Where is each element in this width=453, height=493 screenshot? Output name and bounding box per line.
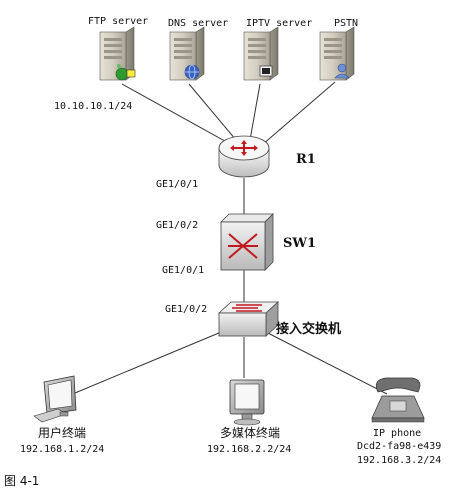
ftp-server[interactable]: [99, 26, 136, 81]
sw1-port-down: GE1/0/1: [162, 265, 204, 276]
access-switch-front: [218, 312, 267, 337]
router-port-down: GE1/0/1: [156, 179, 198, 190]
links: [74, 81, 388, 395]
globe-icon: [184, 64, 200, 80]
pstn-server[interactable]: [319, 26, 355, 81]
user-icon: [334, 63, 350, 79]
switch-arrows-icon: [228, 233, 258, 259]
access-switch-label: 接入交换机: [276, 321, 341, 337]
server-subnet-label: 10.10.10.1/24: [54, 101, 132, 112]
ftp-badge-icon: [115, 67, 136, 81]
router-label: R1: [296, 152, 316, 167]
user-terminal-ip: 192.168.1.2/24: [20, 444, 104, 455]
ip-phone[interactable]: [371, 377, 425, 423]
link-pstn-r1: [261, 81, 336, 146]
sw1-side: [264, 213, 274, 271]
user-terminal-name: 用户终端: [38, 425, 86, 440]
access-switch[interactable]: [217, 301, 280, 337]
sw1-label: SW1: [283, 236, 316, 251]
iptv-server[interactable]: [243, 26, 279, 81]
ip-phone-name: IP phone: [373, 428, 421, 439]
dns-server[interactable]: [169, 26, 205, 81]
multimedia-terminal-ip: 192.168.2.2/24: [207, 444, 291, 455]
figure-caption: 图 4-1: [4, 474, 39, 488]
link-dns-r1: [188, 83, 237, 141]
server-label-pstn: PSTN: [334, 18, 358, 29]
user-terminal-pc[interactable]: [33, 375, 77, 423]
ip-phone-mac: Dcd2-fa98-e439: [357, 441, 441, 452]
sw1-port-up: GE1/0/2: [156, 220, 198, 231]
phone-handset-icon: [375, 377, 421, 393]
router-arrows-icon: [230, 140, 258, 156]
link-access-phone: [261, 329, 388, 395]
access-switch-arrows-icon: [232, 304, 262, 312]
server-label-iptv: IPTV server: [246, 18, 312, 29]
link-iptv-r1: [249, 83, 261, 141]
media-icon: [259, 65, 273, 77]
router-r1[interactable]: [218, 135, 270, 178]
link-ftp-r1: [121, 83, 233, 146]
access-switch-port-up: GE1/0/2: [165, 304, 207, 315]
server-label-dns: DNS server: [168, 18, 228, 29]
multimedia-terminal-name: 多媒体终端: [220, 425, 280, 440]
ip-phone-ip: 192.168.3.2/24: [357, 455, 441, 466]
multimedia-terminal-monitor[interactable]: [229, 379, 265, 426]
link-access-user: [74, 329, 227, 394]
core-switch-sw1[interactable]: [220, 213, 274, 271]
sw1-top: [220, 213, 274, 223]
server-label-ftp: FTP server: [88, 16, 148, 27]
